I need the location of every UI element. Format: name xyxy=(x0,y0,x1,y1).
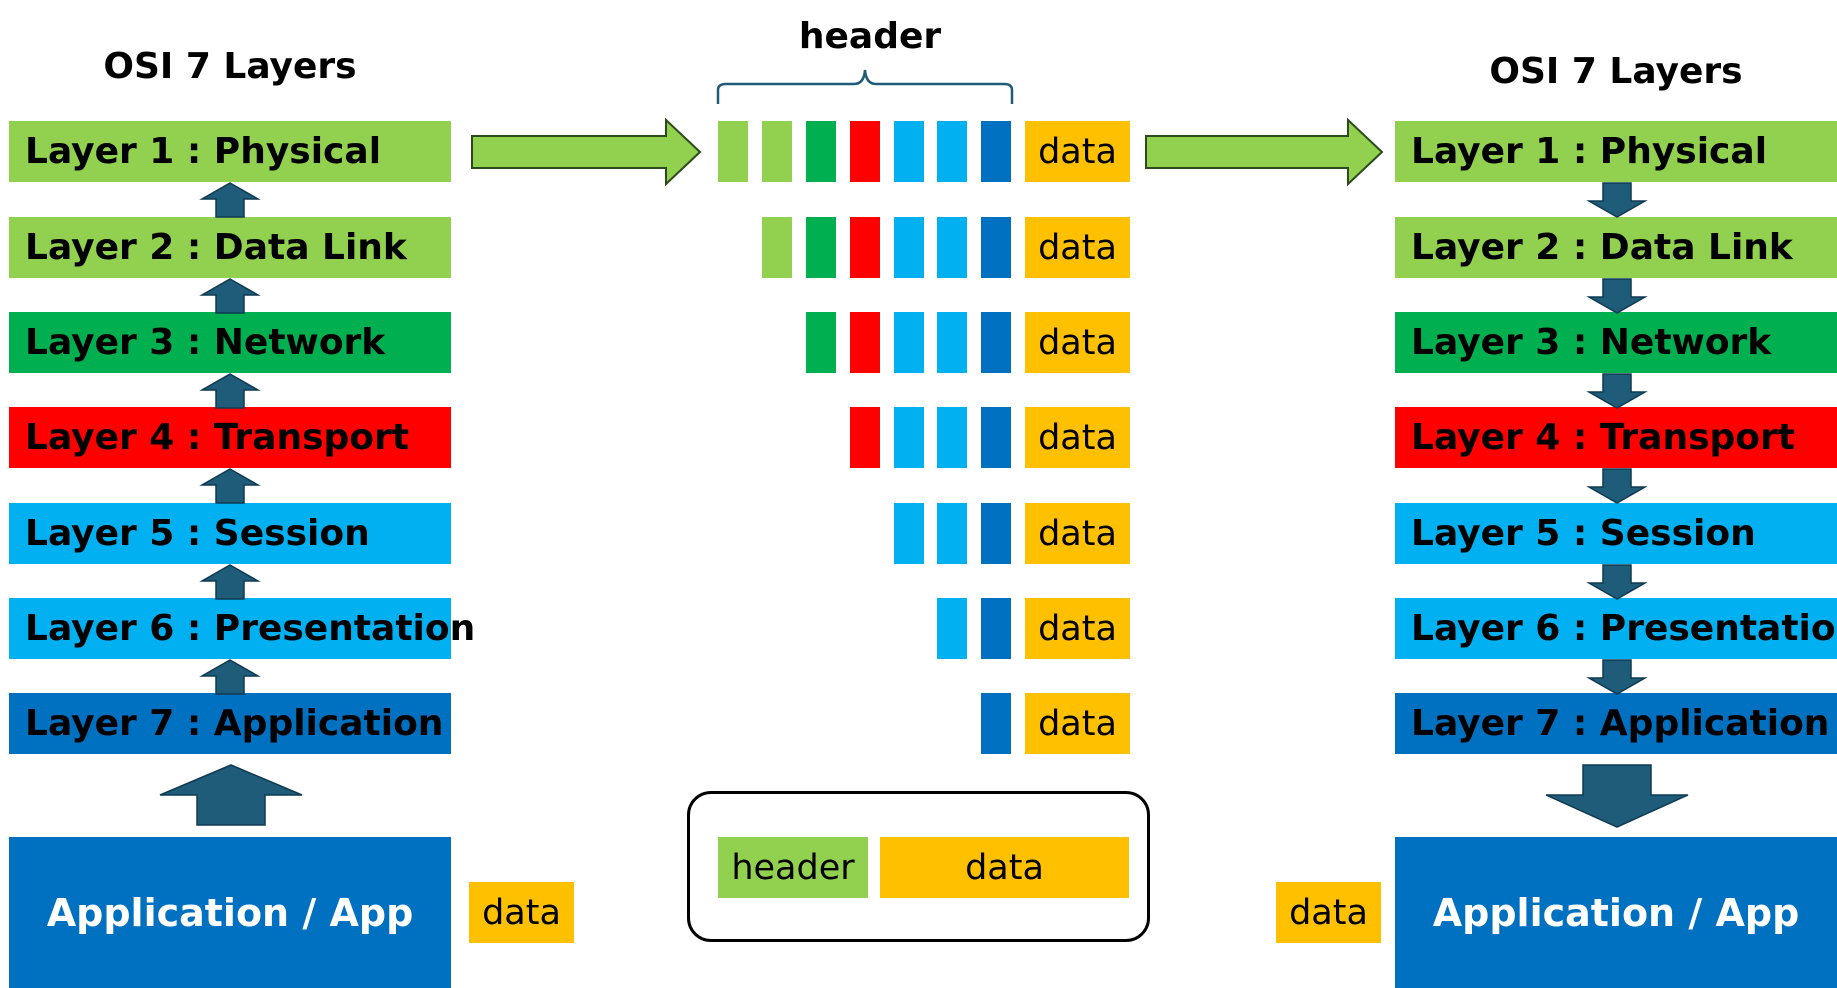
header-segment-layer7 xyxy=(981,407,1011,468)
up-arrow-icon xyxy=(199,373,261,409)
up-arrow-icon xyxy=(199,182,261,218)
header-segment-layer6 xyxy=(937,217,967,278)
header-segment-layer3 xyxy=(806,312,836,373)
right-arrow-icon xyxy=(471,117,702,187)
header-segment-layer4 xyxy=(850,407,880,468)
down-arrow-icon xyxy=(1586,373,1648,409)
up-arrow-icon xyxy=(199,468,261,504)
big-down-arrow-icon xyxy=(1545,764,1689,828)
left-application-box: Application / App xyxy=(9,837,451,988)
right-application-box: Application / App xyxy=(1395,837,1837,988)
row-6-data-block: data xyxy=(1025,598,1130,659)
header-segment-layer6 xyxy=(937,407,967,468)
left-layer-5-session: Layer 5 : Session xyxy=(9,503,451,564)
left-layer-7-application: Layer 7 : Application xyxy=(9,693,451,754)
big-up-arrow-icon xyxy=(159,764,303,826)
row-1-data-block: data xyxy=(1025,121,1130,182)
left-layer-2-data-link: Layer 2 : Data Link xyxy=(9,217,451,278)
legend-header-block: header xyxy=(718,837,868,898)
right-layer-6-presentation: Layer 6 : Presentation xyxy=(1395,598,1837,659)
header-segment-layer2 xyxy=(762,217,792,278)
left-layer-3-network: Layer 3 : Network xyxy=(9,312,451,373)
down-arrow-icon xyxy=(1586,182,1648,218)
right-layer-3-network: Layer 3 : Network xyxy=(1395,312,1837,373)
up-arrow-icon xyxy=(199,564,261,600)
header-segment-layer3 xyxy=(806,121,836,182)
down-arrow-icon xyxy=(1586,468,1648,504)
row-7-data-block: data xyxy=(1025,693,1130,754)
header-segment-layer4 xyxy=(850,217,880,278)
header-brace-icon xyxy=(716,69,1014,104)
row-4-data-block: data xyxy=(1025,407,1130,468)
right-layer-1-physical: Layer 1 : Physical xyxy=(1395,121,1837,182)
header-segment-layer4 xyxy=(850,312,880,373)
up-arrow-icon xyxy=(199,659,261,695)
left-title: OSI 7 Layers xyxy=(103,46,357,87)
header-brace-label: header xyxy=(798,16,942,57)
row-2-data-block: data xyxy=(1025,217,1130,278)
right-arrow-icon xyxy=(1145,117,1384,187)
left-data-block: data xyxy=(469,882,574,943)
header-segment-layer5 xyxy=(894,407,924,468)
header-segment-layer5 xyxy=(894,312,924,373)
right-layer-4-transport: Layer 4 : Transport xyxy=(1395,407,1837,468)
legend-data-block: data xyxy=(880,837,1129,898)
header-segment-layer2 xyxy=(762,121,792,182)
row-3-data-block: data xyxy=(1025,312,1130,373)
header-segment-layer7 xyxy=(981,693,1011,754)
header-segment-layer3 xyxy=(806,217,836,278)
header-segment-layer7 xyxy=(981,217,1011,278)
down-arrow-icon xyxy=(1586,659,1648,695)
right-layer-2-data-link: Layer 2 : Data Link xyxy=(1395,217,1837,278)
header-segment-layer6 xyxy=(937,312,967,373)
down-arrow-icon xyxy=(1586,564,1648,600)
right-layer-5-session: Layer 5 : Session xyxy=(1395,503,1837,564)
down-arrow-icon xyxy=(1586,278,1648,314)
header-segment-layer6 xyxy=(937,121,967,182)
header-segment-layer1 xyxy=(718,121,748,182)
header-segment-layer6 xyxy=(937,503,967,564)
right-data-block: data xyxy=(1276,882,1381,943)
header-segment-layer6 xyxy=(937,598,967,659)
row-5-data-block: data xyxy=(1025,503,1130,564)
left-layer-6-presentation: Layer 6 : Presentation xyxy=(9,598,475,659)
header-segment-layer5 xyxy=(894,503,924,564)
header-segment-layer7 xyxy=(981,503,1011,564)
left-layer-4-transport: Layer 4 : Transport xyxy=(9,407,451,468)
left-layer-1-physical: Layer 1 : Physical xyxy=(9,121,451,182)
up-arrow-icon xyxy=(199,278,261,314)
right-layer-7-application: Layer 7 : Application xyxy=(1395,693,1837,754)
right-title: OSI 7 Layers xyxy=(1489,51,1743,92)
header-segment-layer5 xyxy=(894,121,924,182)
header-segment-layer7 xyxy=(981,312,1011,373)
header-segment-layer5 xyxy=(894,217,924,278)
header-segment-layer7 xyxy=(981,598,1011,659)
header-segment-layer4 xyxy=(850,121,880,182)
header-segment-layer7 xyxy=(981,121,1011,182)
